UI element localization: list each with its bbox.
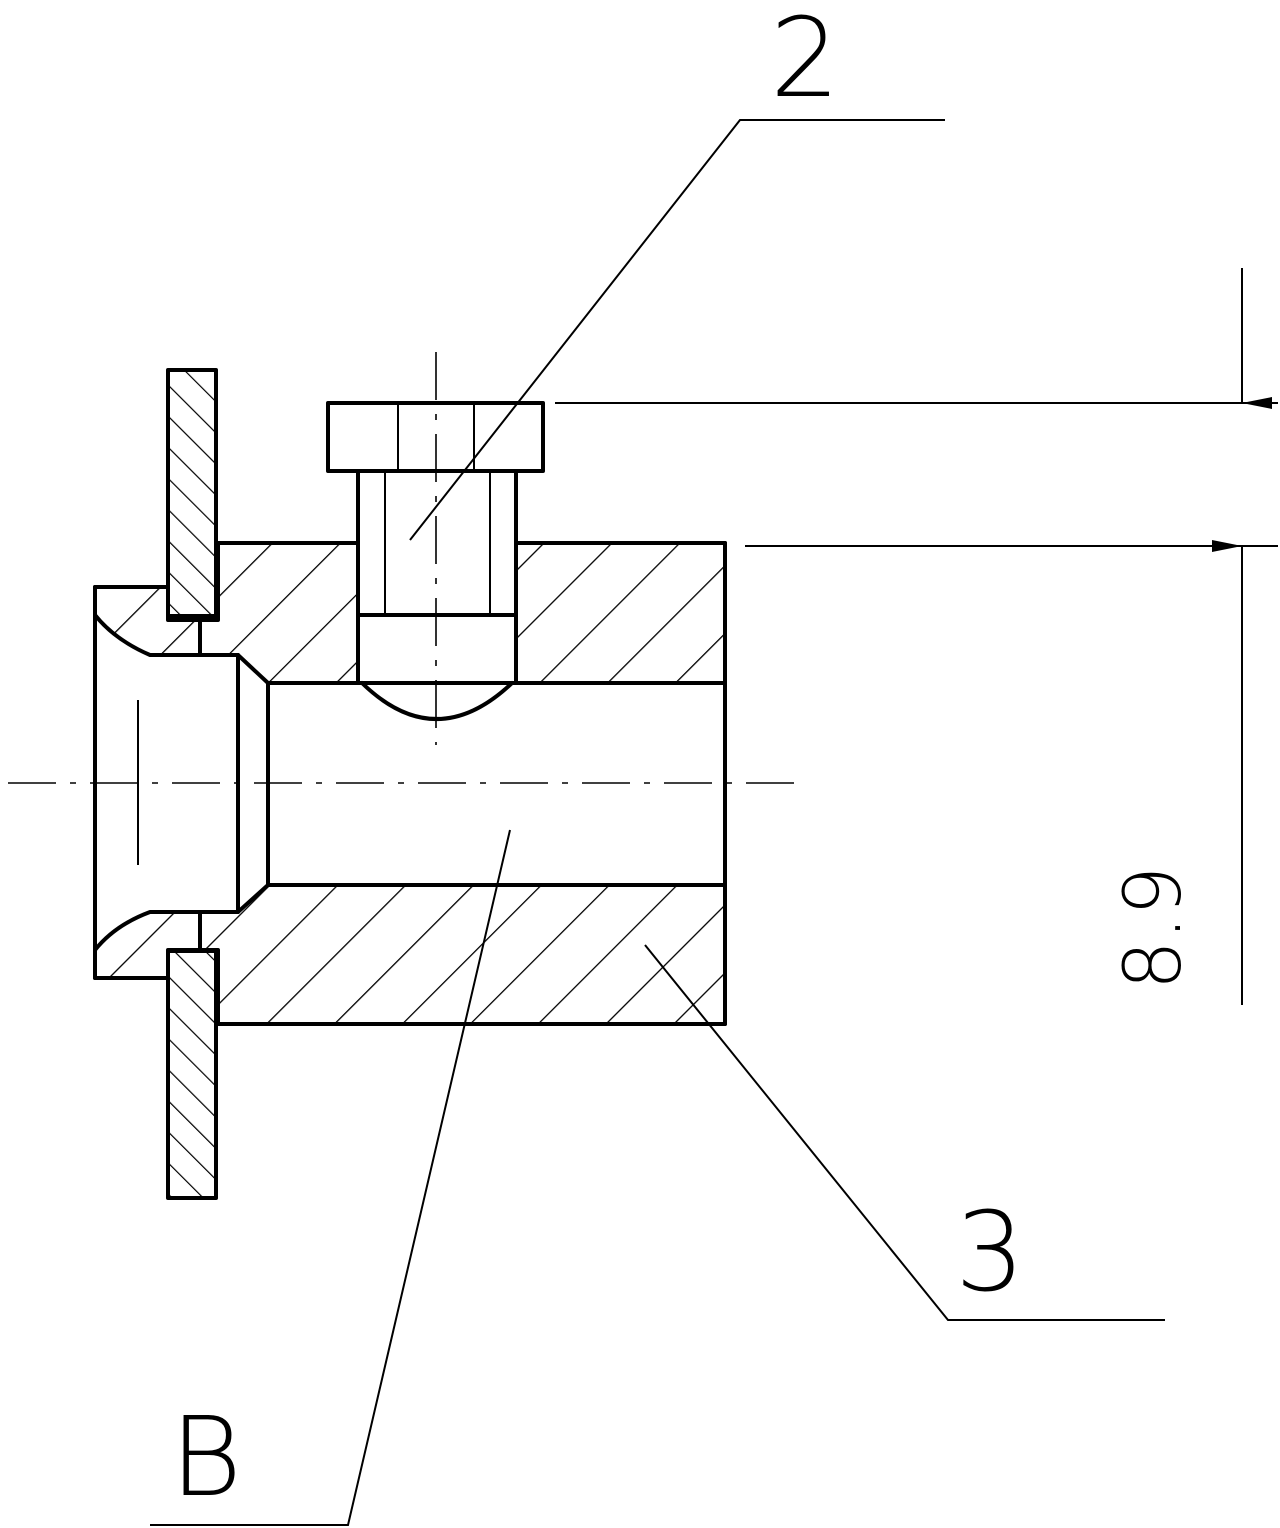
bolt-shank xyxy=(356,469,518,685)
sleeve-upper-wall-right xyxy=(514,541,727,685)
dimension-value: 8.9 xyxy=(1109,866,1199,990)
label-part-2: 2 xyxy=(770,0,840,122)
label-part-b: B xyxy=(170,1393,242,1521)
leader-part-3 xyxy=(644,944,1165,1321)
collar-upper xyxy=(93,585,202,657)
flange-plate-lower xyxy=(166,949,218,1200)
sleeve-upper-wall xyxy=(198,541,360,685)
flange-plate-upper xyxy=(166,368,218,618)
leader-part-2 xyxy=(409,119,945,541)
bolt-tip xyxy=(360,681,514,721)
label-part-3: 3 xyxy=(955,1188,1025,1316)
leader-part-b xyxy=(150,829,511,1526)
sleeve-lower-wall xyxy=(198,883,727,1026)
